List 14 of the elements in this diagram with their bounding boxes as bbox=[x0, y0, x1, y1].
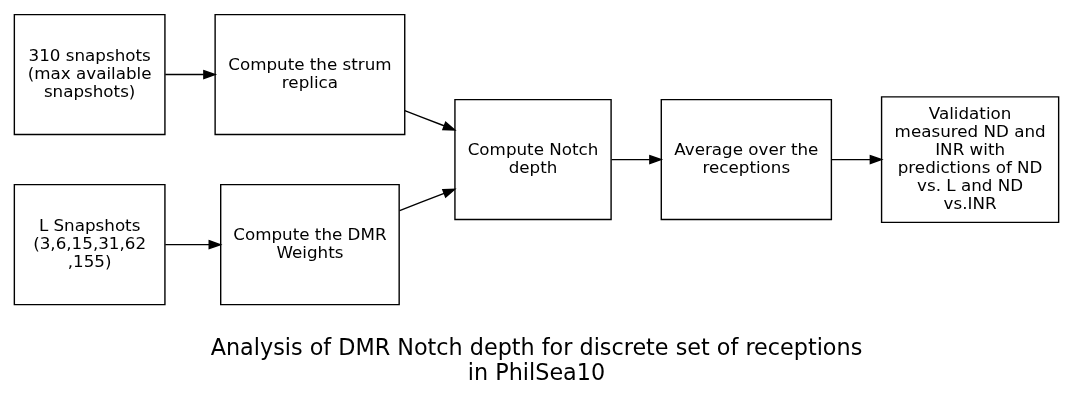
node-box: Compute Notch depth bbox=[454, 98, 612, 220]
arrow bbox=[404, 109, 457, 131]
arrow bbox=[164, 69, 218, 79]
node-box: Validation measured ND and INR with predictions of ND vs. L and ND vs.INR bbox=[880, 95, 1060, 223]
node-box: Compute the DMR Weights bbox=[220, 183, 400, 305]
node-box: L Snapshots (3,6,15,31,62 ,155) bbox=[13, 183, 166, 305]
node-box: Compute the strum replica bbox=[214, 13, 406, 135]
arrow bbox=[164, 239, 223, 249]
arrow bbox=[398, 188, 457, 211]
node-box: Average over the receptions bbox=[660, 98, 833, 220]
caption: Analysis of DMR Notch depth for discrete set of receptions in PhilSea10 bbox=[210, 333, 863, 385]
node-box: 310 snapshots (max available snapshots) bbox=[13, 13, 166, 135]
arrow bbox=[610, 154, 664, 164]
arrow bbox=[831, 154, 884, 164]
